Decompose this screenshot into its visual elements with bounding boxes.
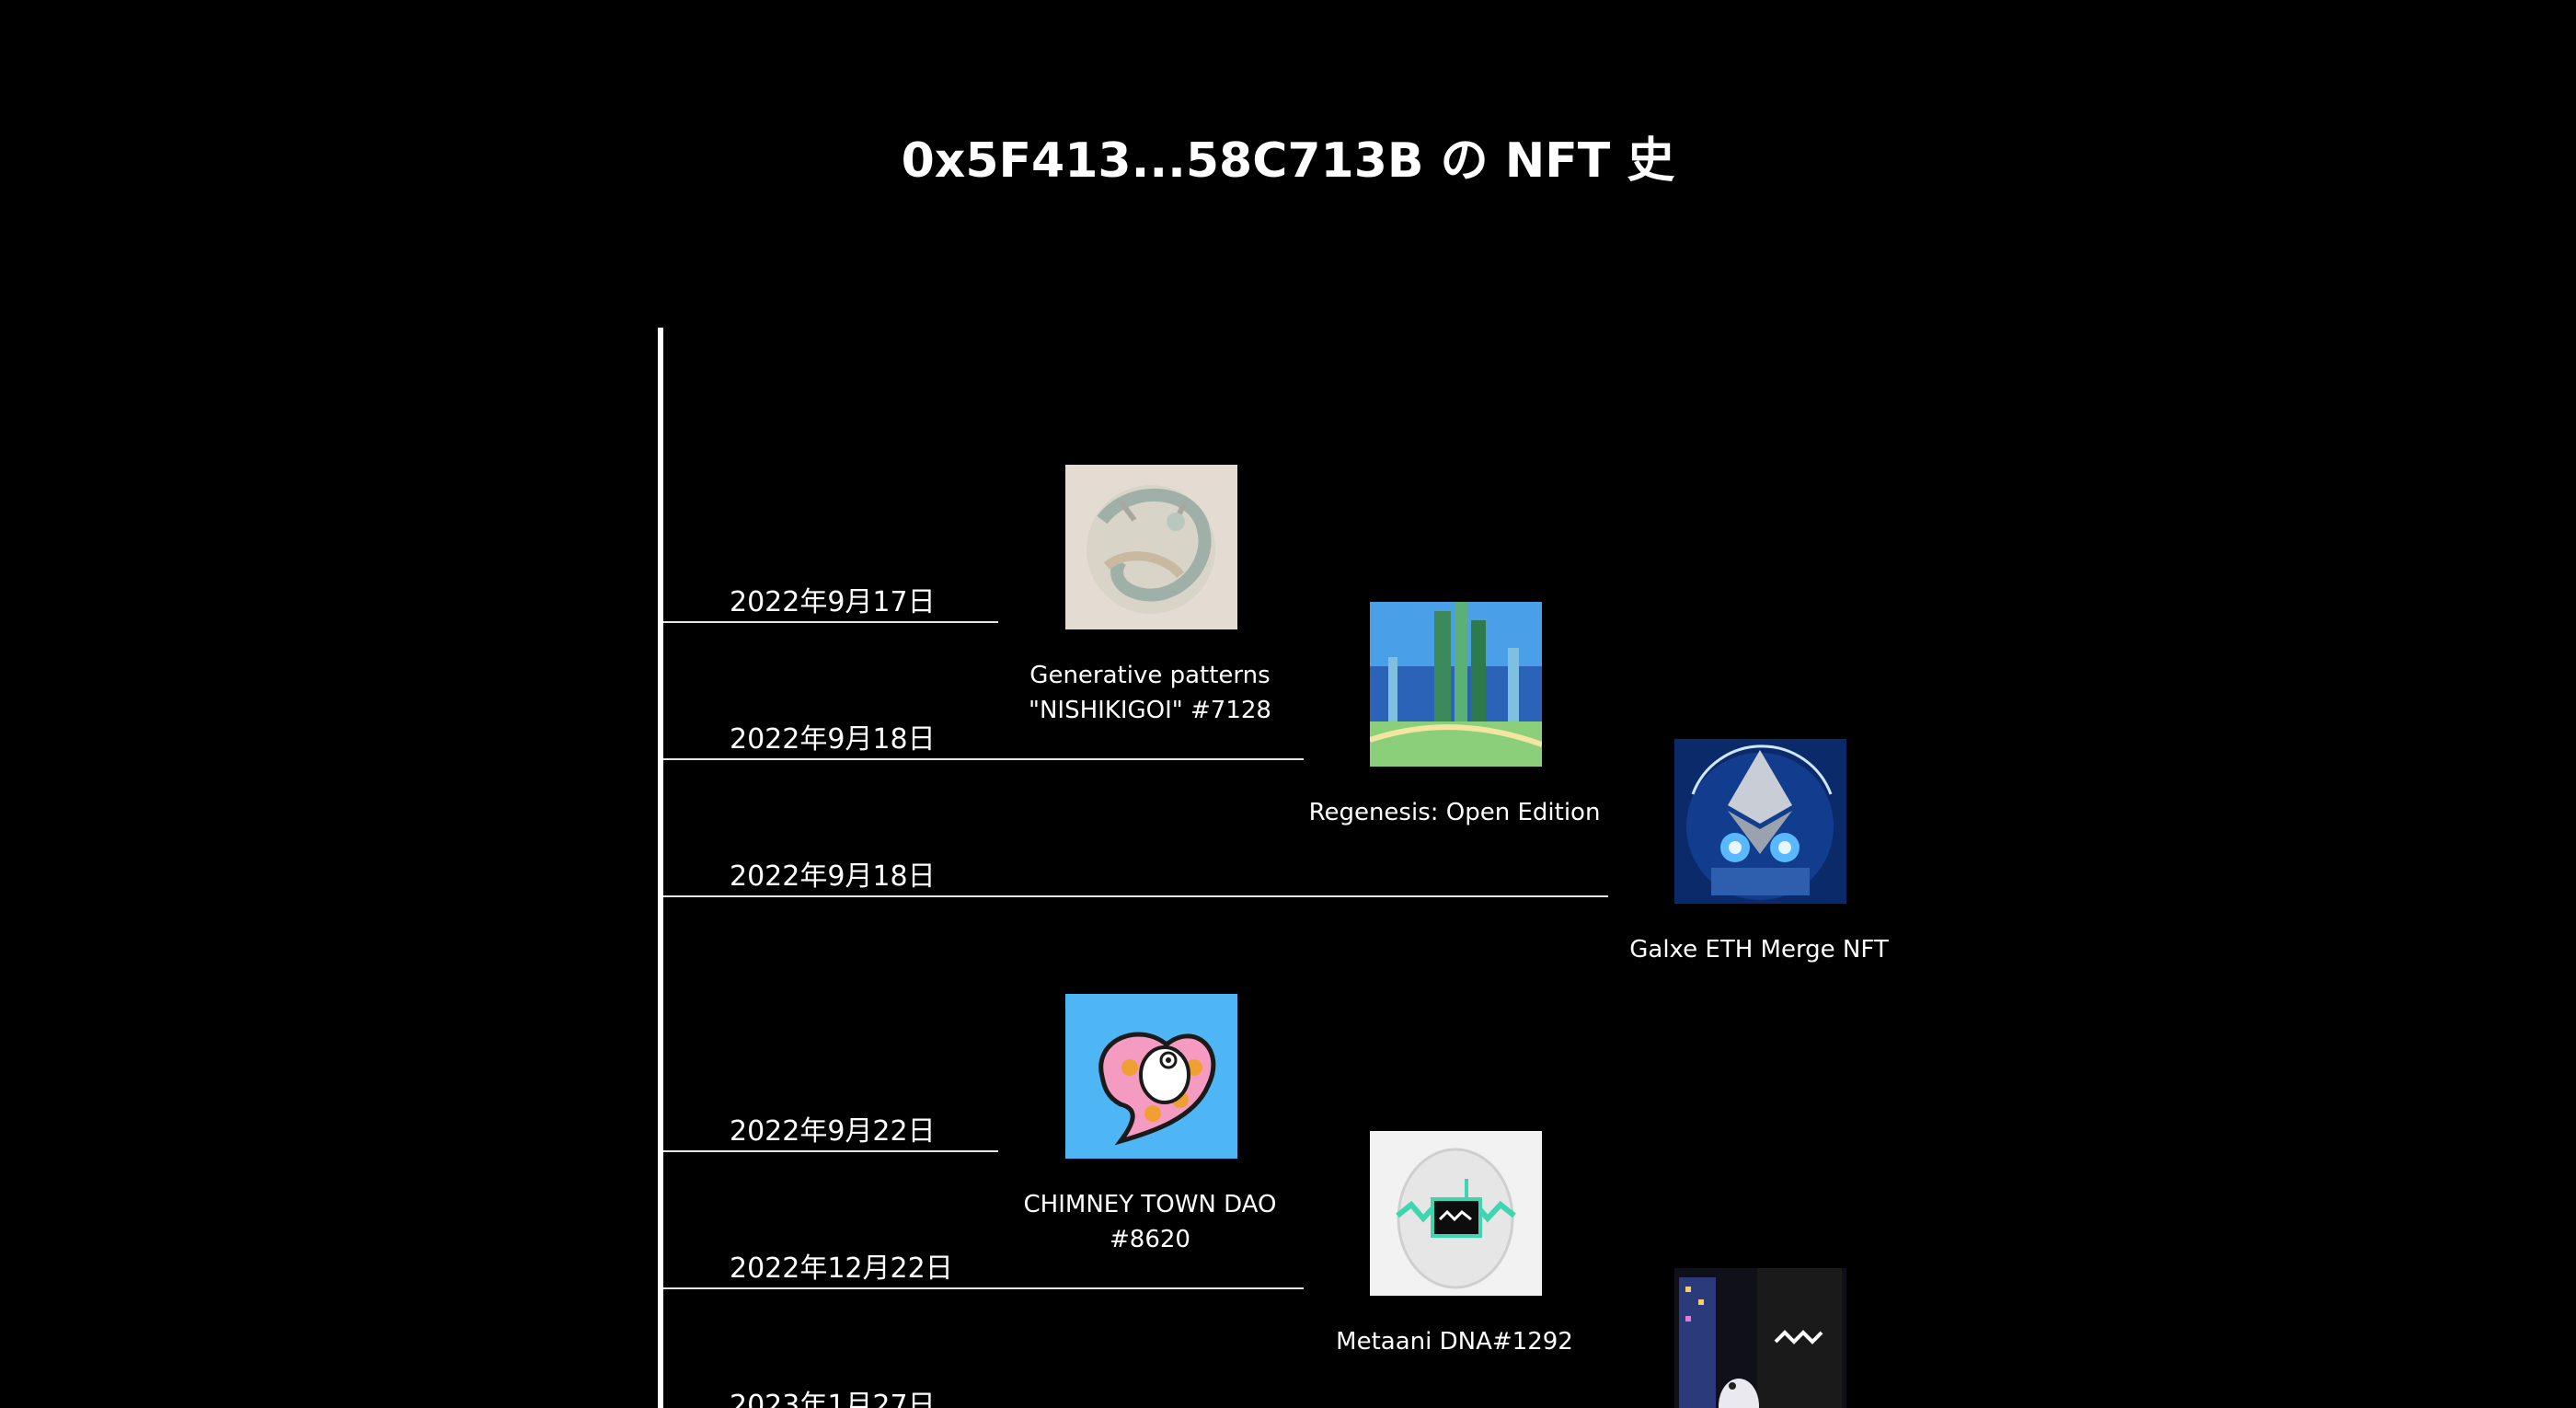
event-date: 2022年12月22日 <box>730 1252 953 1285</box>
timeline-branch <box>663 1150 998 1152</box>
futuristic-city-artwork-icon[interactable] <box>1370 602 1542 767</box>
metaani-egg-artwork-icon[interactable] <box>1370 1131 1542 1296</box>
timeline-branch <box>663 1287 1304 1289</box>
nft-name[interactable]: Galxe ETH Merge NFT <box>1629 936 1889 964</box>
timeline-axis <box>658 328 663 1408</box>
metaani-city-artwork-icon[interactable] <box>1674 1268 1846 1408</box>
timeline-branch <box>663 895 1608 897</box>
nft-name[interactable]: Metaani DNA#1292 <box>1336 1328 1573 1356</box>
event-date: 2022年9月17日 <box>730 586 936 618</box>
timeline-branch <box>663 758 1304 760</box>
page-title: 0x5F413...58C713B の NFT 史 <box>901 133 1675 189</box>
event-date: 2022年9月22日 <box>730 1115 936 1148</box>
koi-fish-artwork-icon[interactable] <box>1065 465 1237 629</box>
timeline-branch <box>663 621 998 623</box>
event-date: 2022年9月18日 <box>730 860 936 893</box>
event-date: 2023年1月27日 <box>730 1390 936 1408</box>
bird-character-artwork-icon[interactable] <box>1065 994 1237 1159</box>
nft-name[interactable]: CHIMNEY TOWN DAO #8620 <box>1023 1191 1277 1253</box>
nft-name[interactable]: Generative patterns "NISHIKIGOI" #7128 <box>1029 662 1271 724</box>
ethereum-robot-artwork-icon[interactable] <box>1674 739 1846 904</box>
nft-name[interactable]: Regenesis: Open Edition <box>1308 799 1601 826</box>
event-date: 2022年9月18日 <box>730 723 936 756</box>
